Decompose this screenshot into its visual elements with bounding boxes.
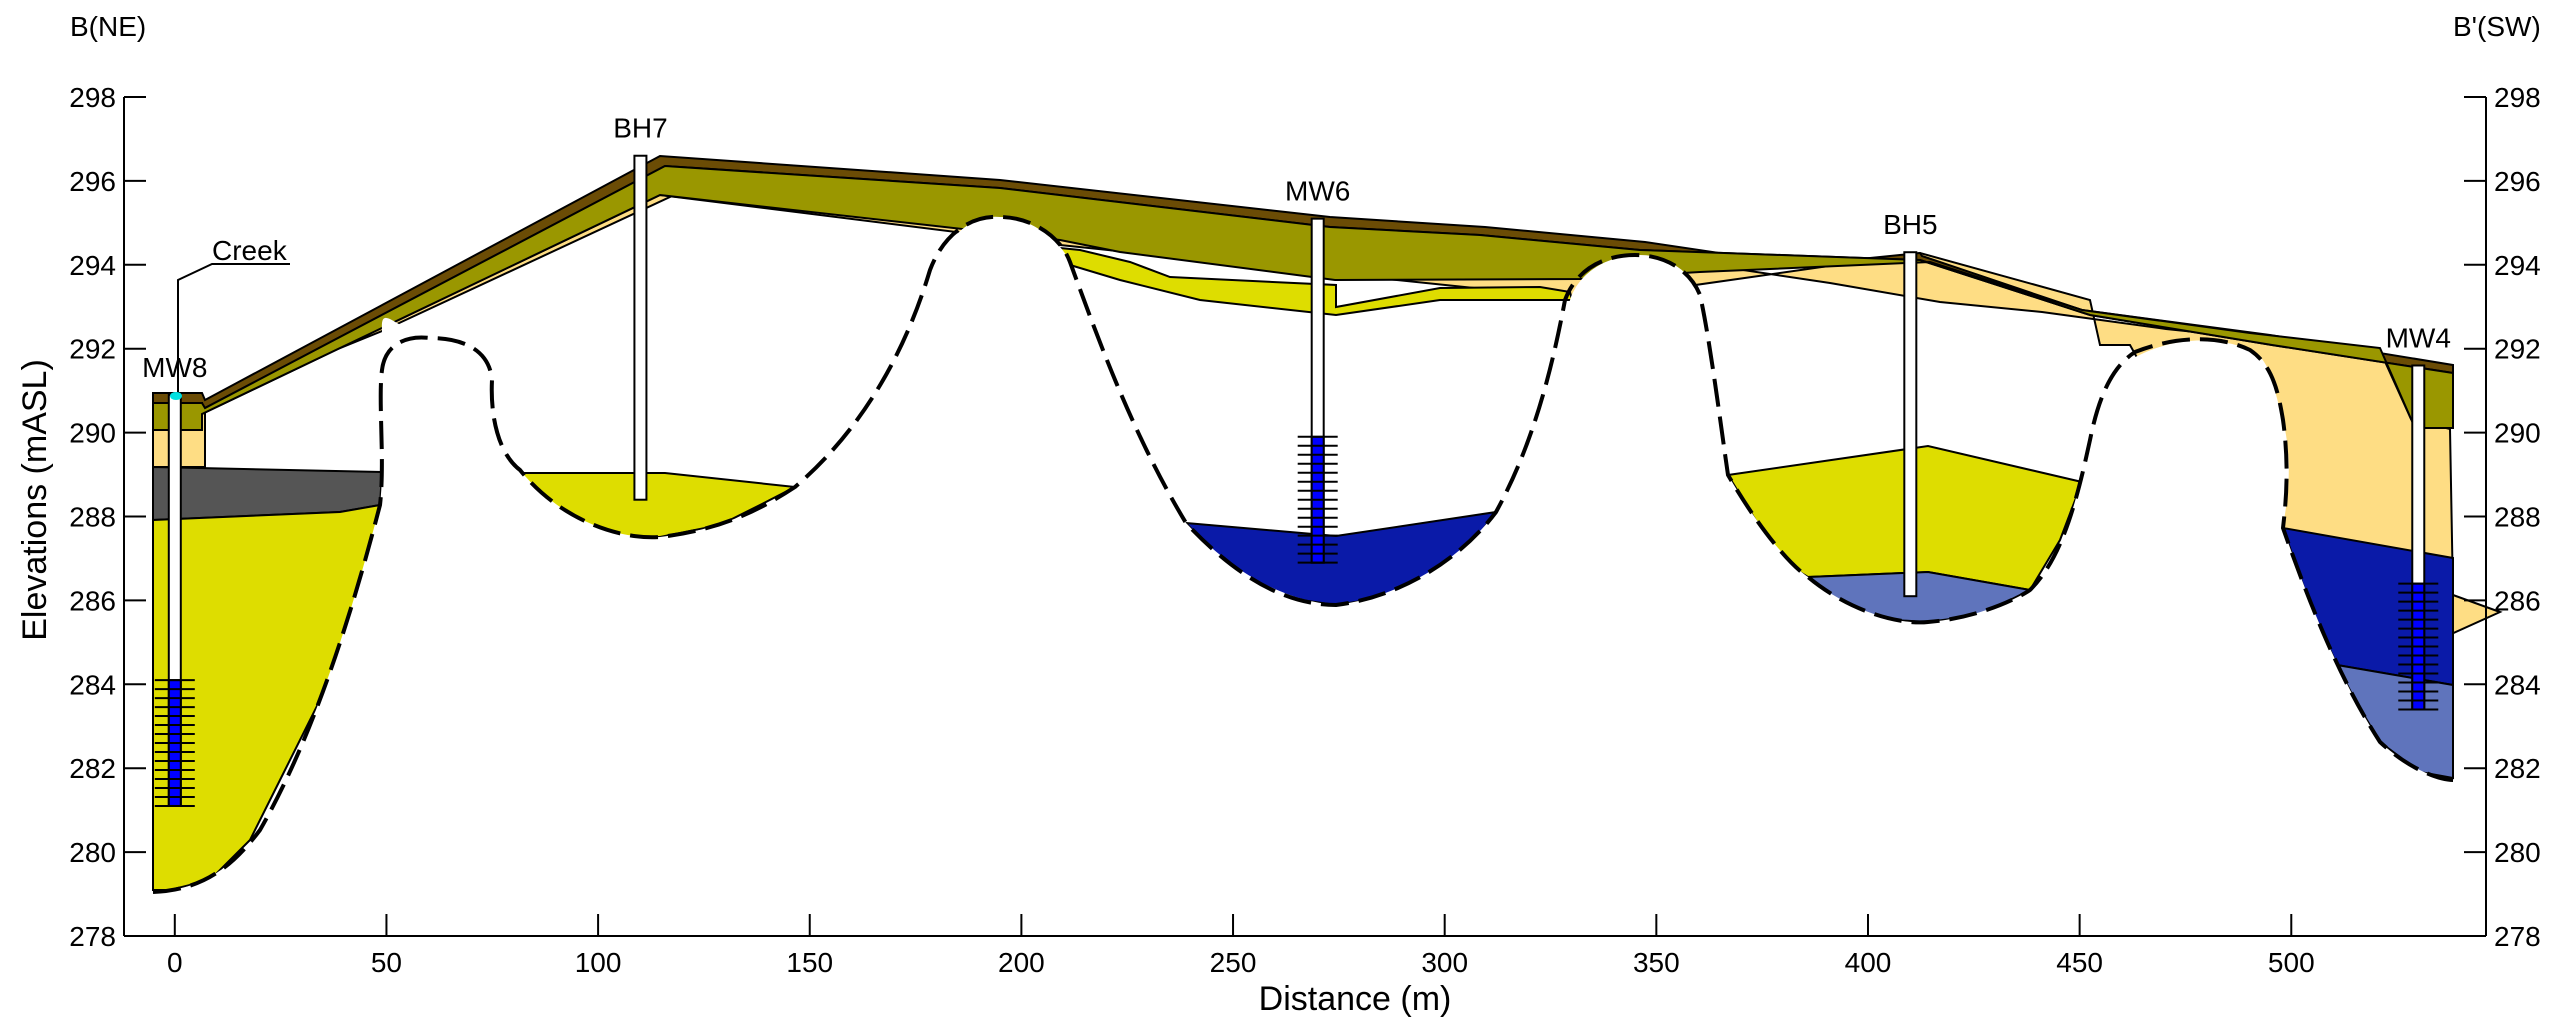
creek-label: Creek xyxy=(212,235,288,266)
y-tick-label-left: 292 xyxy=(69,334,116,365)
y-tick-label-right: 278 xyxy=(2494,921,2541,952)
x-tick-label: 50 xyxy=(371,947,402,978)
dashed-outline xyxy=(152,214,2454,894)
well-bh7: BH7 xyxy=(613,113,668,501)
y-tick-label-left: 288 xyxy=(69,502,116,533)
y-tick-label-left: 286 xyxy=(69,585,116,616)
y-tick-label-left: 296 xyxy=(69,166,116,197)
corner-label-left: B(NE) xyxy=(70,11,146,42)
well-label: MW8 xyxy=(142,352,207,383)
well-casing xyxy=(633,154,648,501)
well-label: BH7 xyxy=(613,113,667,144)
creek-water-icon xyxy=(170,392,182,400)
dashed-contacts xyxy=(152,214,2454,940)
dashed-arc-1 xyxy=(153,216,2453,940)
well-label: MW6 xyxy=(1285,176,1350,207)
y-tick-label-right: 292 xyxy=(2494,334,2541,365)
yellow-layer-mw6 xyxy=(1059,246,1574,317)
x-tick-label: 500 xyxy=(2268,947,2315,978)
creek-leader-line xyxy=(177,263,290,396)
y-axis-title: Elevations (mASL) xyxy=(16,359,54,641)
y-tick-label-right: 282 xyxy=(2494,753,2541,784)
well-mw8: MW8 xyxy=(142,352,207,807)
well-bh5: BH5 xyxy=(1883,209,1938,598)
x-tick-label: 400 xyxy=(1845,947,1892,978)
well-casing xyxy=(1903,251,1918,598)
x-tick-label: 200 xyxy=(998,947,1045,978)
corner-label-right: B'(SW) xyxy=(2453,11,2541,42)
y-tick-label-right: 294 xyxy=(2494,250,2541,281)
x-axis-title: Distance (m) xyxy=(1259,980,1452,1018)
well-label: BH5 xyxy=(1883,209,1937,240)
y-tick-label-right: 288 xyxy=(2494,502,2541,533)
x-tick-label: 300 xyxy=(1421,947,1468,978)
y-tick-label-left: 278 xyxy=(69,921,116,952)
x-tick-label: 150 xyxy=(786,947,833,978)
well-mw6: MW6 xyxy=(1285,176,1350,564)
creek-annotation: Creek xyxy=(170,235,290,400)
y-tick-label-right: 290 xyxy=(2494,418,2541,449)
olive-layer-top xyxy=(152,164,2454,431)
y-tick-label-right: 280 xyxy=(2494,837,2541,868)
y-tick-label-left: 290 xyxy=(69,418,116,449)
x-tick-label: 250 xyxy=(1210,947,1257,978)
x-tick-label: 350 xyxy=(1633,947,1680,978)
x-tick-label: 0 xyxy=(167,947,183,978)
well-label: MW4 xyxy=(2386,322,2451,353)
x-tick-label: 100 xyxy=(575,947,622,978)
y-tick-label-left: 284 xyxy=(69,669,116,700)
y-tick-label-right: 296 xyxy=(2494,166,2541,197)
y-tick-label-left: 298 xyxy=(69,82,116,113)
x-tick-label: 450 xyxy=(2056,947,2103,978)
y-tick-label-left: 294 xyxy=(69,250,116,281)
y-tick-label-right: 298 xyxy=(2494,82,2541,113)
y-tick-label-left: 280 xyxy=(69,837,116,868)
well-mw4: MW4 xyxy=(2386,322,2451,711)
axes: 278 278 280 280 282 282 284 284 286 286 288 288 290 2… xyxy=(69,82,2540,978)
y-tick-label-right: 286 xyxy=(2494,585,2541,616)
y-tick-label-left: 282 xyxy=(69,753,116,784)
y-tick-label-right: 284 xyxy=(2494,669,2541,700)
